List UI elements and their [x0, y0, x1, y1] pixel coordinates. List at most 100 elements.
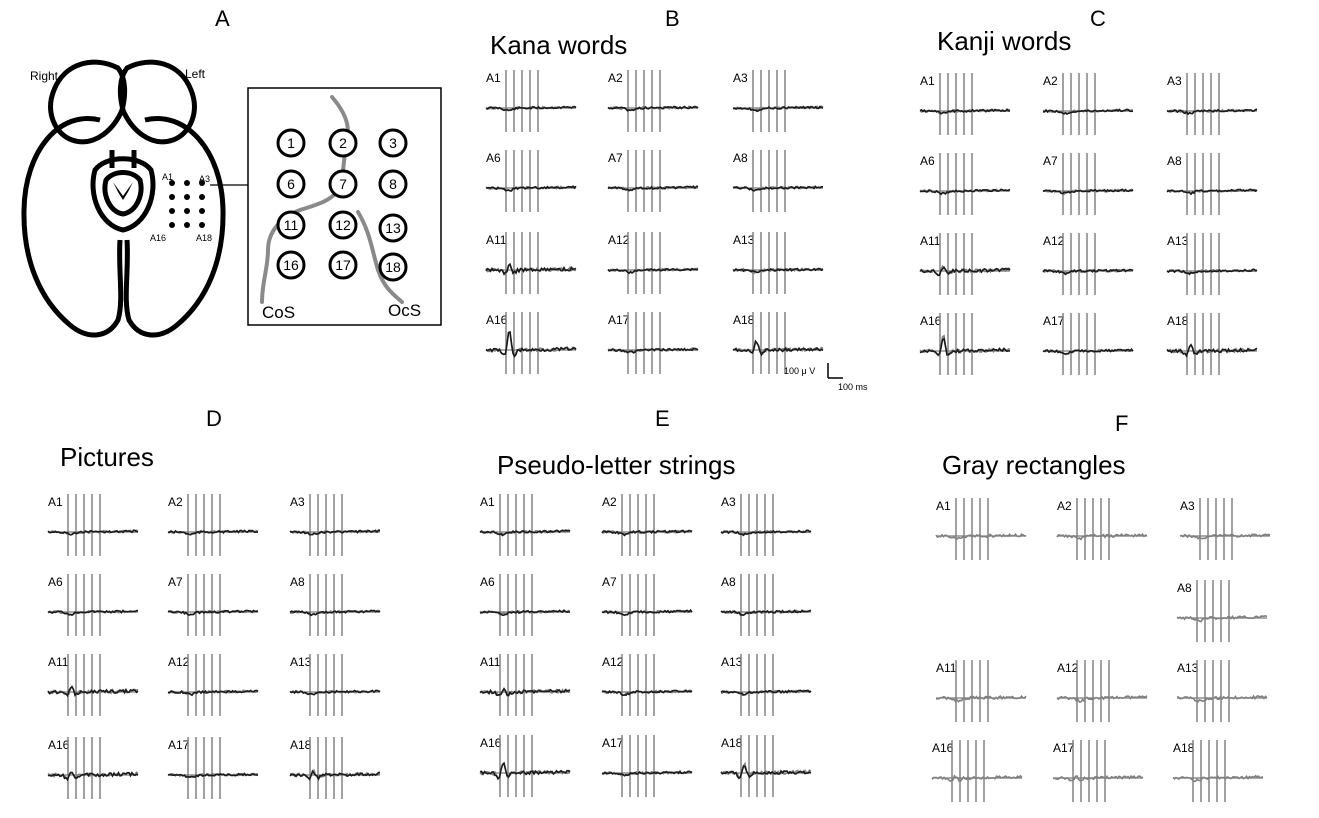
scale-time-label: 100 ms — [838, 382, 868, 392]
trace-panel: A18 — [720, 735, 812, 797]
trace-panel: A3 — [732, 70, 824, 132]
channel-label: A11 — [936, 661, 957, 675]
channel-label: A3 — [1180, 499, 1195, 513]
electrode-label: 17 — [335, 257, 351, 273]
trace-panel: A1 — [479, 494, 571, 556]
trace-panel: A13 — [1176, 660, 1268, 722]
erp-trace — [733, 267, 824, 274]
trace-panel: A3 — [720, 494, 812, 556]
channel-label: A3 — [290, 495, 305, 509]
channel-label: A11 — [48, 655, 69, 669]
trace-panel: A3 — [1166, 73, 1258, 135]
trace-panel: A12 — [1056, 660, 1148, 722]
electrode-label: 2 — [339, 135, 347, 151]
electrode-label: 8 — [389, 176, 397, 192]
channel-label: A12 — [608, 233, 630, 247]
erp-trace — [1176, 694, 1268, 704]
channel-label: A17 — [608, 313, 630, 327]
trace-panel: A17 — [607, 312, 699, 374]
channel-label: A17 — [1043, 314, 1065, 328]
panel-title-kana: Kana words — [490, 30, 628, 60]
erp-trace — [167, 529, 259, 536]
electrode-label: 7 — [339, 176, 347, 192]
electrode-label: 12 — [335, 217, 351, 233]
channel-label: A13 — [1177, 661, 1199, 675]
erp-trace — [47, 609, 139, 616]
erp-trace — [1172, 774, 1264, 783]
erp-trace — [601, 608, 693, 616]
trace-panel: A7 — [607, 150, 699, 212]
erp-trace — [935, 532, 1027, 540]
channel-label: A8 — [290, 575, 305, 589]
erp-trace — [1166, 188, 1258, 196]
trace-panel: A6 — [47, 574, 139, 636]
channel-label: A6 — [486, 151, 501, 165]
erp-trace — [167, 689, 259, 697]
channel-label: A2 — [602, 495, 617, 509]
channel-label: A7 — [168, 575, 183, 589]
trace-panel: A11 — [935, 660, 1027, 722]
trace-panel: A16 — [47, 737, 139, 799]
channel-label: A13 — [721, 655, 743, 669]
erp-trace — [1056, 695, 1148, 703]
trace-panel: A17 — [1042, 313, 1134, 375]
channel-label: A17 — [168, 738, 190, 752]
erp-trace — [167, 609, 259, 616]
channel-label: A13 — [733, 233, 755, 247]
electrode-label: 3 — [389, 135, 397, 151]
channel-label: A18 — [1173, 741, 1195, 755]
erp-trace — [485, 262, 577, 276]
channel-label: A3 — [1167, 74, 1182, 88]
channel-label: A18 — [721, 736, 743, 750]
panel-letter-c: C — [1090, 6, 1106, 31]
trace-panel: A12 — [167, 654, 259, 716]
channel-label: A6 — [480, 575, 495, 589]
channel-label: A6 — [920, 154, 935, 168]
erp-trace — [289, 529, 380, 536]
sulcus-label-ocs: OcS — [388, 301, 421, 320]
trace-panel: A16 — [485, 312, 577, 374]
erp-trace — [1043, 108, 1134, 115]
erp-trace — [720, 609, 812, 616]
erp-trace — [720, 689, 812, 696]
sulcus-label-cos: CoS — [262, 303, 295, 322]
erp-trace — [919, 108, 1011, 115]
erp-trace — [485, 331, 577, 359]
erp-trace — [607, 185, 699, 192]
trace-panel: A2 — [601, 494, 693, 556]
erp-trace — [1042, 268, 1134, 276]
erp-trace — [607, 105, 699, 112]
trace-panel: A1 — [919, 73, 1011, 135]
erp-trace — [919, 265, 1011, 277]
channel-label: A7 — [1043, 154, 1058, 168]
trace-panel: A13 — [1166, 233, 1258, 295]
electrode-label: 18 — [385, 259, 401, 275]
trace-panel: A13 — [732, 232, 824, 294]
erp-trace — [607, 267, 699, 275]
channel-label: A7 — [608, 151, 623, 165]
trace-panel: A11 — [479, 654, 571, 716]
channel-label: A16 — [920, 314, 942, 328]
left-hemisphere-label: Left — [185, 67, 206, 81]
channel-label: A1 — [480, 495, 495, 509]
panel-title-pseudo: Pseudo-letter strings — [497, 450, 736, 480]
erp-trace — [167, 772, 259, 779]
erp-trace — [601, 769, 693, 777]
erp-trace — [1042, 347, 1134, 355]
channel-label: A2 — [1043, 74, 1058, 88]
trace-panel: A11 — [485, 232, 577, 294]
trace-panel: A8 — [720, 574, 812, 636]
trace-panel: A8 — [289, 574, 381, 636]
channel-label: A8 — [1177, 581, 1192, 595]
trace-panel: A6 — [919, 153, 1011, 215]
trace-panel: A12 — [601, 654, 693, 716]
scale-bar: 100 μ V 100 ms — [784, 363, 868, 392]
erp-trace — [1179, 533, 1271, 540]
channel-label: A17 — [1053, 741, 1075, 755]
channel-label: A17 — [602, 736, 624, 750]
panel-letter-e: E — [655, 406, 670, 431]
trace-panel: A17 — [167, 737, 259, 799]
erp-trace — [720, 529, 812, 537]
brain-label-a16: A16 — [150, 233, 166, 243]
